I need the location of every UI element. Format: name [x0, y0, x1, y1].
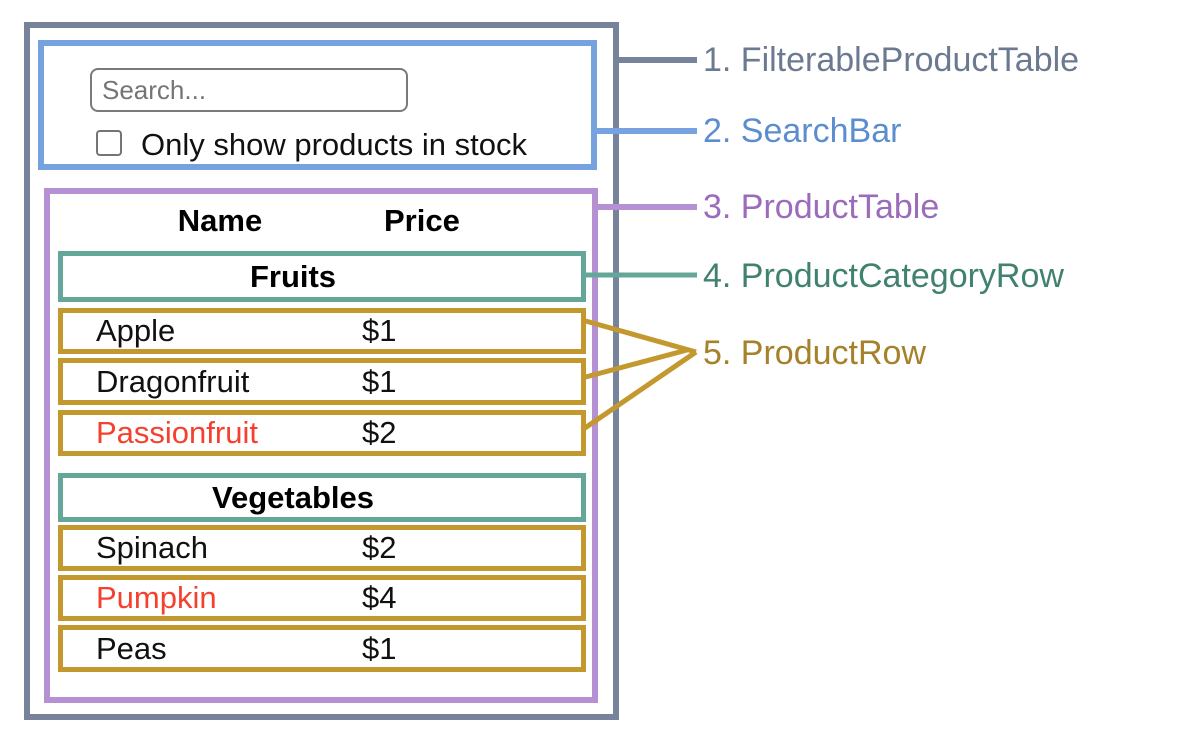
product-price: $1 [362, 630, 397, 666]
product-row-spinach: Spinach $2 [58, 525, 586, 571]
product-price: $1 [362, 313, 397, 348]
search-input[interactable] [90, 68, 408, 112]
legend-product-category-row: 4. ProductCategoryRow [703, 257, 1064, 295]
product-price: $2 [362, 530, 397, 565]
product-name: Apple [96, 313, 176, 348]
product-name: Dragonfruit [96, 363, 250, 399]
category-row-fruits: Fruits [58, 251, 586, 302]
product-row-peas: Peas $1 [58, 625, 586, 672]
category-label: Fruits [249, 258, 337, 294]
category-label: Vegetables [212, 479, 374, 515]
product-name: Passionfruit [96, 415, 258, 450]
category-row-vegetables: Vegetables [58, 473, 586, 522]
name-column-header: Name [177, 203, 263, 238]
legend-product-table: 3. ProductTable [703, 188, 940, 226]
product-price: $4 [362, 580, 397, 615]
product-price: $2 [362, 415, 397, 450]
legend-search-bar: 2. SearchBar [703, 112, 902, 150]
product-row-apple: Apple $1 [58, 308, 586, 354]
product-row-passionfruit: Passionfruit $2 [58, 410, 586, 456]
product-row-dragonfruit: Dragonfruit $1 [58, 358, 586, 405]
in-stock-checkbox[interactable] [96, 130, 122, 156]
product-row-pumpkin: Pumpkin $4 [58, 575, 586, 621]
product-name: Peas [96, 630, 167, 666]
product-table-box [44, 188, 598, 703]
product-name: Pumpkin [96, 580, 217, 615]
product-name: Spinach [96, 530, 209, 565]
product-price: $1 [362, 363, 397, 399]
legend-filterable-product-table: 1. FilterableProductTable [703, 41, 1080, 79]
in-stock-checkbox-label: Only show products in stock [141, 127, 527, 162]
legend-product-row: 5. ProductRow [703, 334, 926, 372]
search-bar-box [38, 40, 597, 170]
price-column-header: Price [384, 203, 460, 238]
